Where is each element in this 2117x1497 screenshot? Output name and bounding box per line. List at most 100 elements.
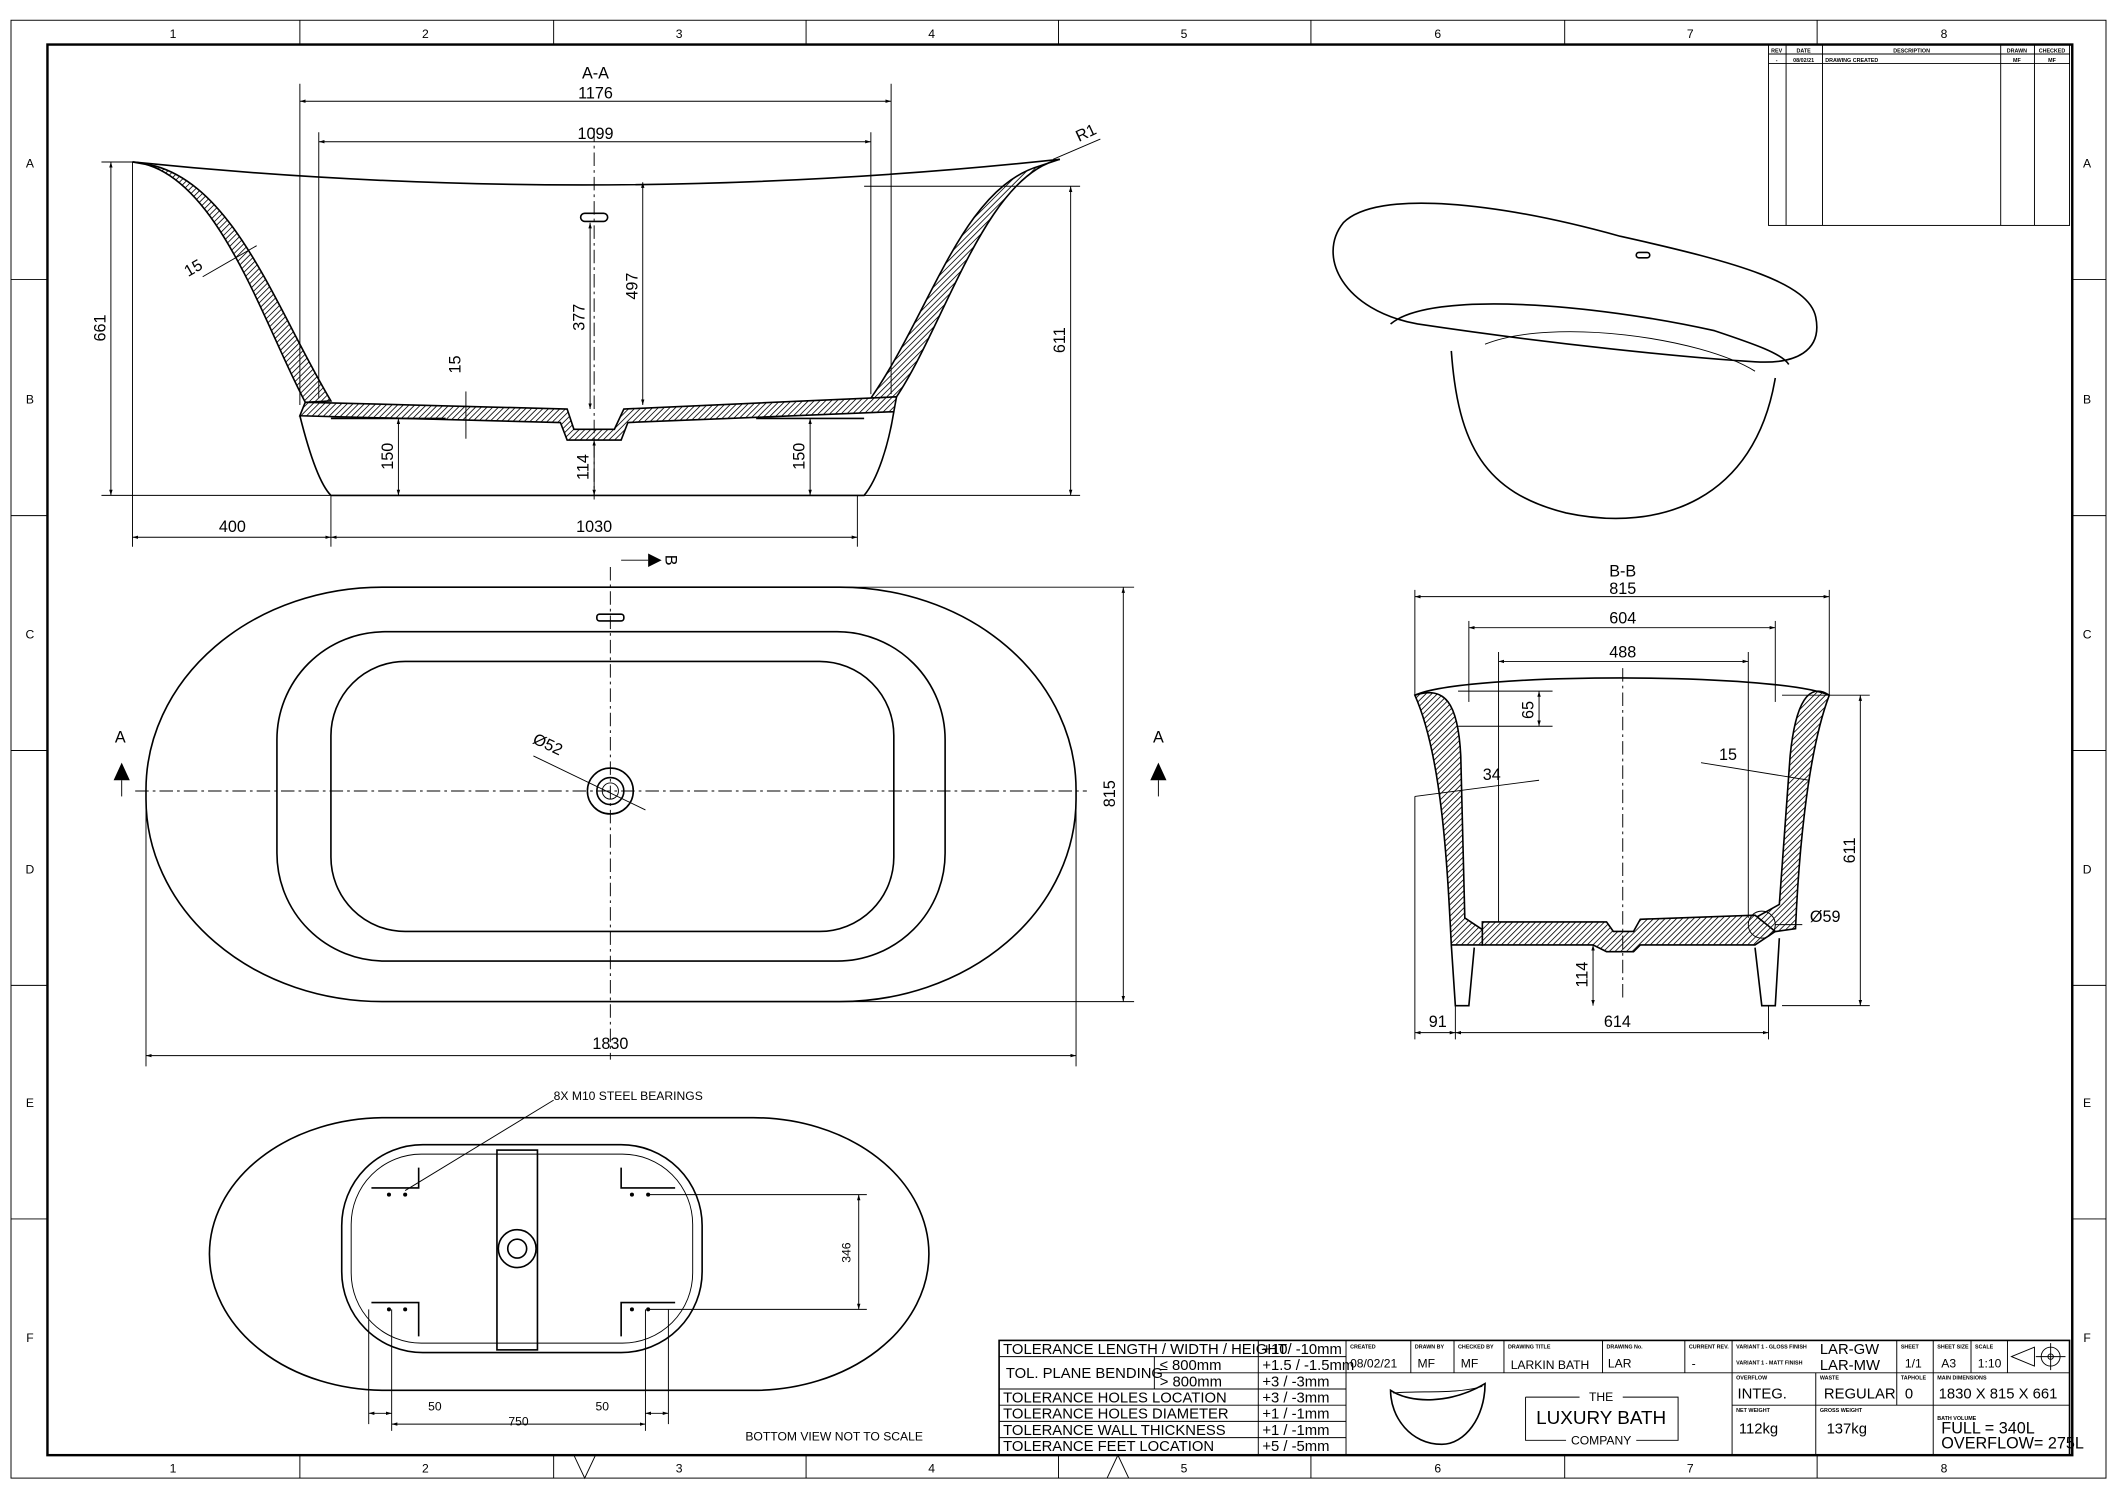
field-label: GROSS WEIGHT [1820,1408,1863,1414]
dim-label: 611 [1051,327,1069,353]
section-a-a-view: A-A 1176 1099 661 611 497 377 15 15 150 … [91,64,1101,547]
bottom-view: 8X M10 STEEL BEARINGS 346 50 750 50 BOTT… [208,1089,930,1443]
zone-row: A [26,156,35,170]
zone-row: F [26,1331,33,1345]
dim-label: 488 [1609,643,1636,661]
field-label: DRAWN BY [1415,1345,1445,1351]
dim-label: Ø59 [1810,908,1841,926]
zone-col: 1 [170,1462,177,1476]
section-title: B-B [1609,562,1636,580]
zone-row: D [26,862,35,876]
dim-label: 750 [508,1414,528,1428]
section-marker-a-left: A [115,728,126,746]
zone-col: 5 [1181,1462,1188,1476]
tolerance-value: +3 / -3mm [1262,1374,1329,1390]
tolerance-label: TOL. PLANE BENDING [1006,1366,1163,1382]
tolerance-condition: > 800mm [1160,1374,1222,1390]
dim-label: 377 [571,304,589,331]
tolerance-label: TOLERANCE HOLES DIAMETER [1003,1407,1229,1423]
field-label: NET WEIGHT [1736,1408,1770,1414]
gross-weight: 137kg [1827,1422,1867,1438]
rev-cell: MF [2048,58,2056,64]
company-logo: THE LUXURY BATH COMPANY [1525,1390,1679,1447]
drawn-by: MF [1418,1356,1436,1370]
rev-cell: DRAWING CREATED [1825,58,1878,64]
drawing-number: LAR [1608,1356,1632,1370]
field-label: WASTE [1820,1376,1840,1382]
bath-logo-icon [1389,1382,1486,1446]
rev-header: DATE [1797,49,1812,55]
dim-label: 150 [379,443,397,470]
zone-col: 6 [1434,1462,1441,1476]
dim-label: 1176 [578,85,613,103]
dim-label: 614 [1604,1013,1631,1031]
dim-label: 1030 [576,518,612,536]
dim-label: 661 [91,315,109,342]
dim-label: 604 [1609,610,1636,628]
zone-row: E [2083,1096,2091,1110]
dim-label: Ø52 [530,730,565,759]
zone-labels: 1 2 3 4 5 6 7 8 1 2 3 4 5 6 7 8 A B C D … [26,27,2093,1476]
volume-overflow: OVERFLOW= 275L [1941,1434,2084,1452]
dim-label: 1830 [592,1035,628,1053]
isometric-view [1332,202,1818,520]
zone-col: 4 [928,1462,935,1476]
dim-label: 15 [181,256,206,281]
revision-table: REV DATE DESCRIPTION DRAWN CHECKED - 08/… [1768,44,2071,226]
dim-label: 114 [575,454,593,480]
field-label: TAPHOLE [1901,1376,1927,1382]
tolerance-condition: ≤ 800mm [1160,1358,1222,1374]
bottom-view-note: BOTTOM VIEW NOT TO SCALE [745,1429,923,1443]
checked-by: MF [1461,1356,1479,1370]
zone-row: B [26,393,34,407]
field-label: SCALE [1975,1345,1994,1351]
dim-label: R1 [1073,121,1099,146]
field-label: VARIANT 1 - GLOSS FINISH [1736,1345,1807,1351]
dim-label: 50 [428,1400,442,1414]
tolerance-label: TOLERANCE FEET LOCATION [1003,1439,1214,1455]
logo-main: LUXURY BATH [1536,1408,1666,1429]
rev-cell: MF [2013,58,2021,64]
zone-row: B [2083,393,2091,407]
field-label: OVERFLOW [1736,1376,1768,1382]
sheet-number: 1/1 [1905,1356,1922,1370]
overflow-type: INTEG. [1737,1386,1786,1402]
dim-label: 1099 [577,125,613,143]
field-label: SHEET [1901,1345,1920,1351]
rev-header: REV [1771,49,1782,55]
dim-label: 815 [1609,580,1636,598]
plan-view: A A B Ø52 815 1830 [113,553,1167,1067]
zone-row: F [2083,1331,2090,1345]
tapholes: 0 [1905,1386,1913,1402]
dim-label: 400 [219,518,246,536]
rev-header: CHECKED [2039,49,2066,55]
field-label: DRAWING No. [1607,1345,1644,1351]
field-label: VARIANT 1 - MATT FINISH [1736,1361,1803,1367]
logo-the: THE [1589,1390,1613,1404]
tolerance-value: +1 / -1mm [1262,1423,1329,1439]
dim-label: 15 [447,355,465,373]
field-label: CHECKED BY [1458,1345,1494,1351]
zone-row: C [2083,627,2092,641]
zone-row: E [26,1096,34,1110]
variant-gloss: LAR-GW [1820,1342,1879,1358]
dim-label: 15 [1719,746,1737,764]
zone-col: 8 [1941,27,1948,41]
rev-header: DRAWN [2007,49,2027,55]
tolerance-value: +5 / -5mm [1262,1439,1329,1455]
field-label: DRAWING TITLE [1508,1345,1551,1351]
field-label: MAIN DIMENSIONS [1937,1376,1987,1382]
waste-type: REGULAR [1824,1386,1896,1402]
zone-col: 1 [170,27,177,41]
tolerance-label: TOLERANCE WALL THICKNESS [1003,1423,1226,1439]
dim-label: 497 [623,273,641,300]
section-title: A-A [582,64,609,82]
title-block: TOLERANCE LENGTH / WIDTH / HEIGHT +10/ -… [998,1339,2084,1456]
dim-label: 65 [1520,701,1538,719]
dim-label: 91 [1429,1013,1447,1031]
zone-col: 7 [1687,1462,1694,1476]
zone-col: 3 [676,1462,683,1476]
dim-label: 815 [1101,780,1119,807]
section-marker-a-right: A [1153,728,1164,746]
zone-row: C [26,627,35,641]
